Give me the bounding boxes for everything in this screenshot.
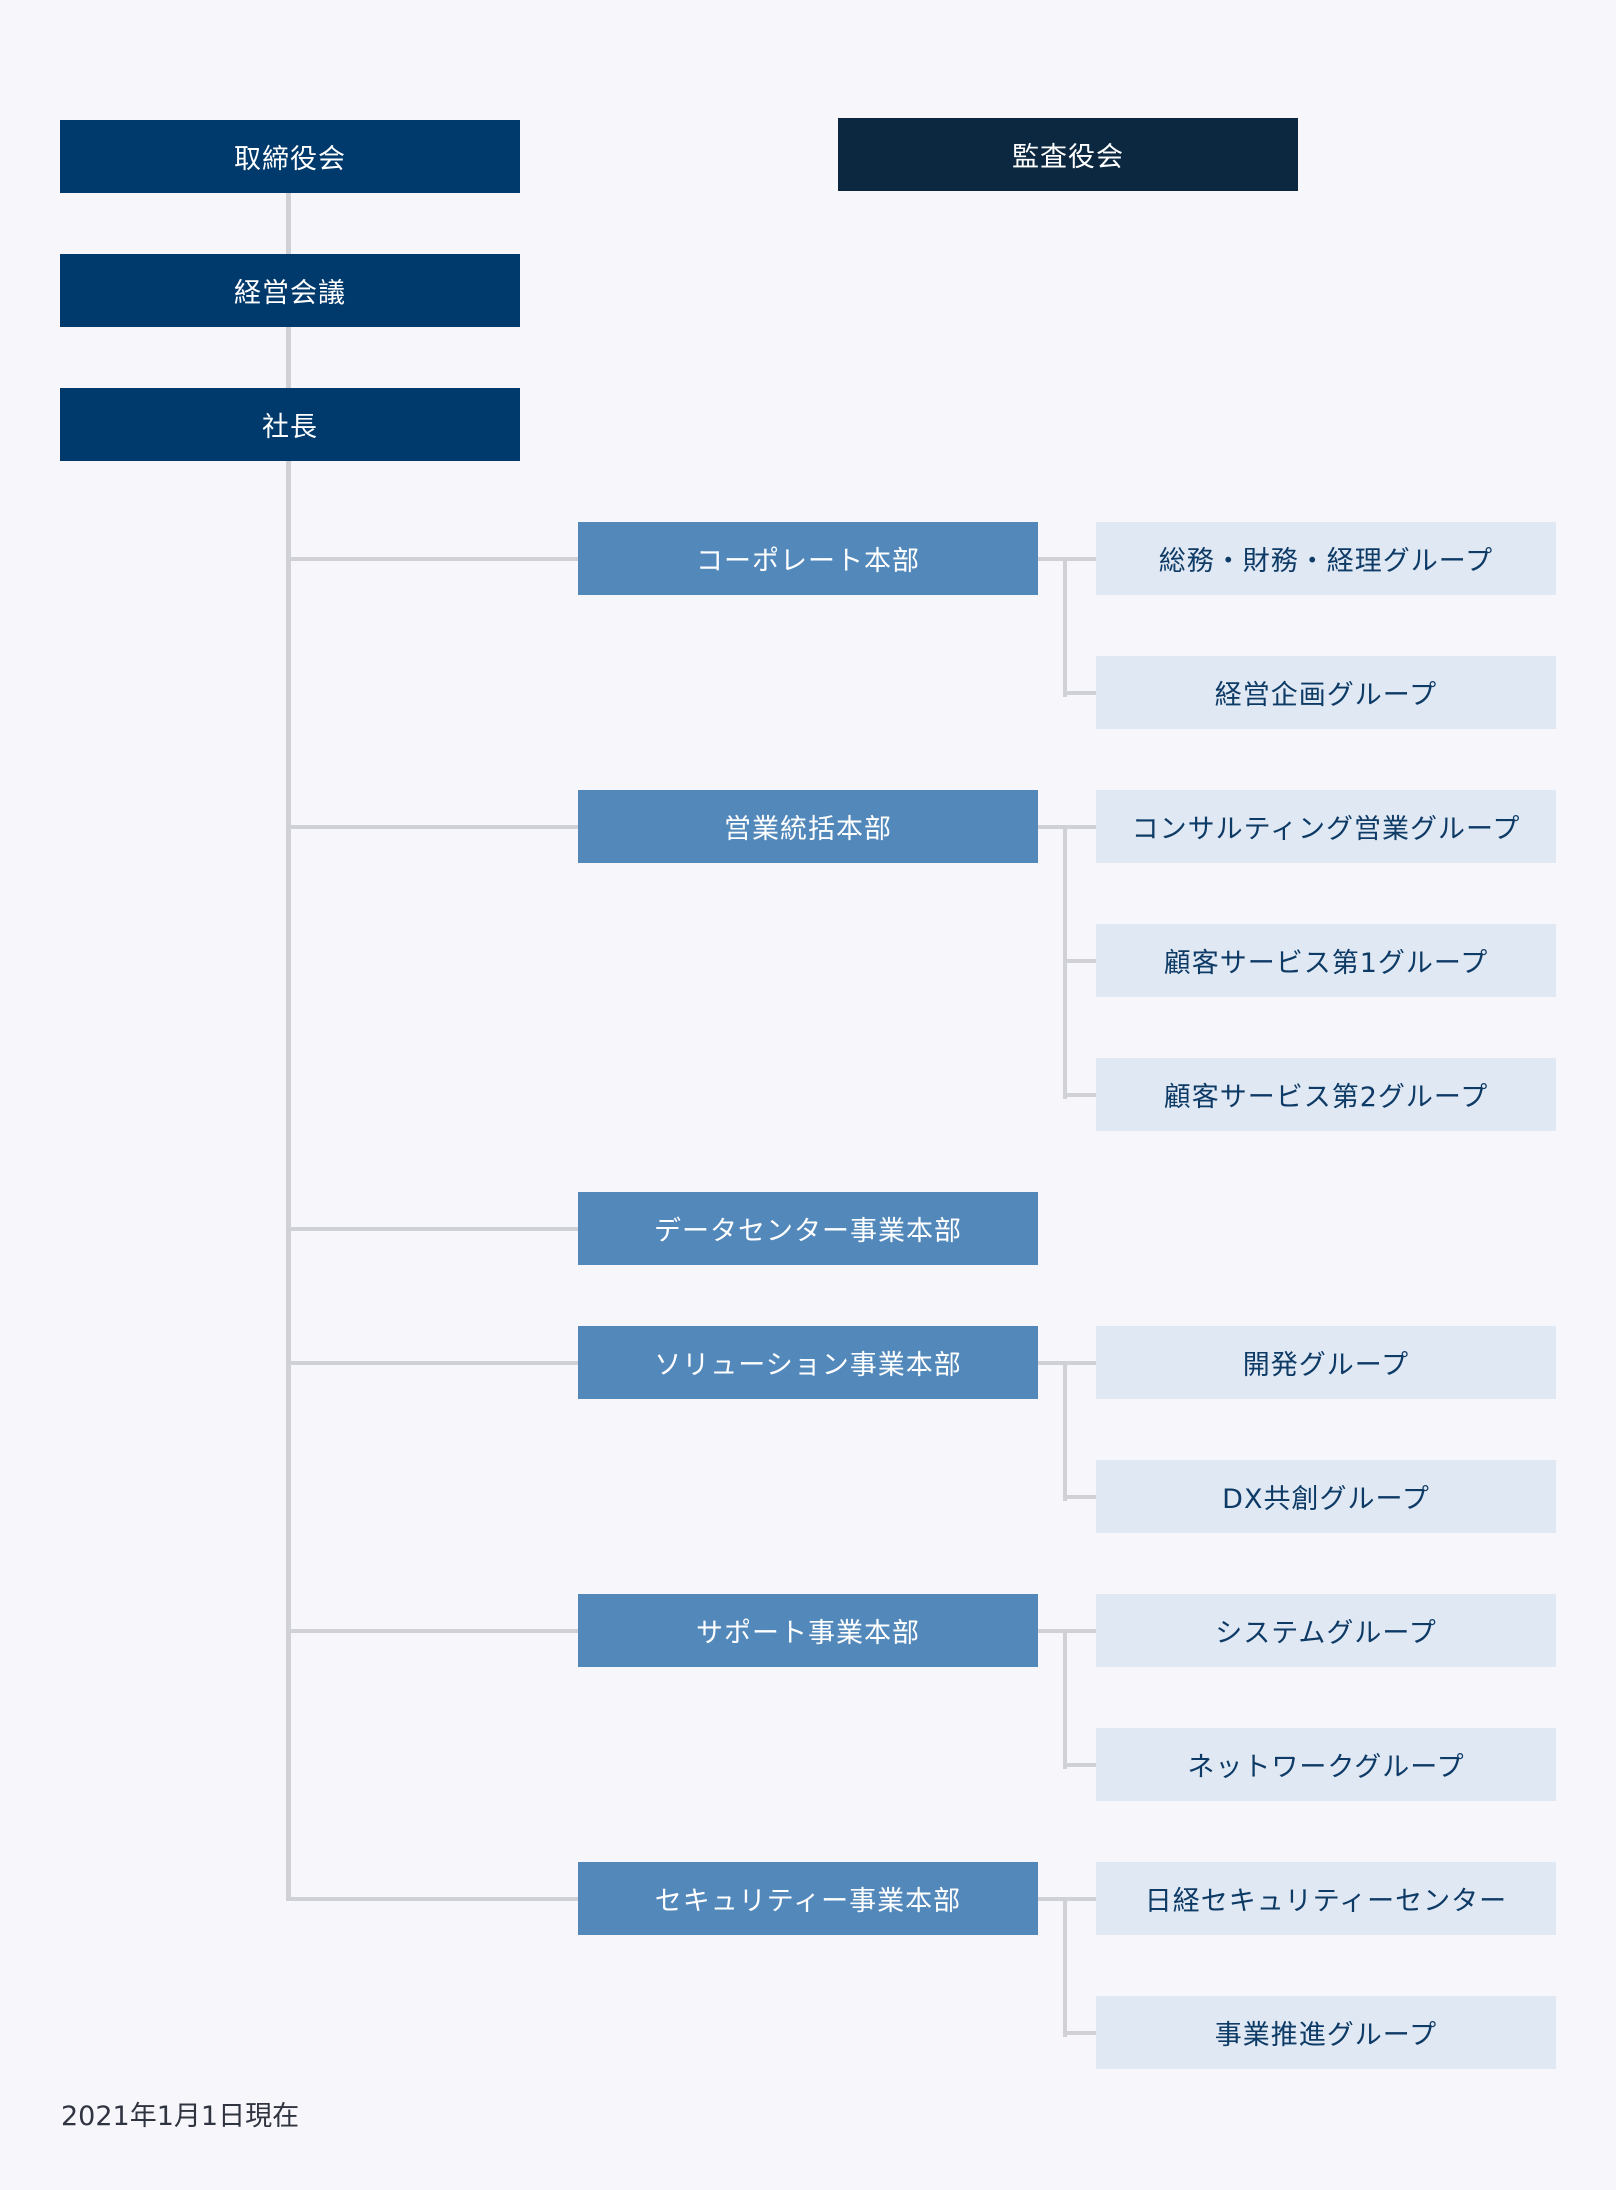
department-box: セキュリティー事業本部 bbox=[578, 1862, 1038, 1935]
connector-line bbox=[287, 1227, 578, 1231]
group-box: 日経セキュリティーセンター bbox=[1096, 1862, 1556, 1935]
connector-line bbox=[1063, 959, 1096, 963]
department-box: データセンター事業本部 bbox=[578, 1192, 1038, 1265]
as-of-date-note: 2021年1月1日現在 bbox=[61, 2101, 300, 2132]
group-box: 開発グループ bbox=[1096, 1326, 1556, 1399]
department-box: サポート事業本部 bbox=[578, 1594, 1038, 1667]
connector-line bbox=[287, 557, 578, 561]
connector-line bbox=[1063, 2031, 1096, 2035]
connector-line bbox=[1038, 1897, 1068, 1901]
department-box: 営業統括本部 bbox=[578, 790, 1038, 863]
connector-line bbox=[1063, 557, 1096, 561]
group-box: 総務・財務・経理グループ bbox=[1096, 522, 1556, 595]
group-box: 顧客サービス第1グループ bbox=[1096, 924, 1556, 997]
connector-line bbox=[1038, 557, 1068, 561]
connector-line bbox=[1063, 1495, 1096, 1499]
group-box: ネットワークグループ bbox=[1096, 1728, 1556, 1801]
connector-line bbox=[1063, 1361, 1067, 1501]
group-box: 事業推進グループ bbox=[1096, 1996, 1556, 2069]
board-of-directors-box: 取締役会 bbox=[60, 120, 520, 193]
connector-line bbox=[287, 825, 578, 829]
connector-line bbox=[1063, 1897, 1067, 2037]
department-box: ソリューション事業本部 bbox=[578, 1326, 1038, 1399]
connector-line bbox=[1063, 557, 1067, 697]
connector-line bbox=[287, 1629, 578, 1633]
group-box: 顧客サービス第2グループ bbox=[1096, 1058, 1556, 1131]
connector-line bbox=[287, 1361, 578, 1365]
connector-line bbox=[1063, 691, 1096, 695]
connector-line bbox=[1038, 825, 1068, 829]
connector-line bbox=[1063, 1629, 1096, 1633]
spine-line bbox=[286, 193, 291, 1901]
connector-line bbox=[1063, 1629, 1067, 1769]
connector-line bbox=[1063, 825, 1096, 829]
group-box: 経営企画グループ bbox=[1096, 656, 1556, 729]
group-box: システムグループ bbox=[1096, 1594, 1556, 1667]
connector-line bbox=[287, 1897, 578, 1901]
president-box: 社長 bbox=[60, 388, 520, 461]
connector-line bbox=[1038, 1361, 1068, 1365]
connector-line bbox=[1063, 1897, 1096, 1901]
department-box: コーポレート本部 bbox=[578, 522, 1038, 595]
connector-line bbox=[1038, 1629, 1068, 1633]
group-box: コンサルティング営業グループ bbox=[1096, 790, 1556, 863]
group-box: DX共創グループ bbox=[1096, 1460, 1556, 1533]
connector-line bbox=[1063, 1361, 1096, 1365]
management-meeting-box: 経営会議 bbox=[60, 254, 520, 327]
connector-line bbox=[1063, 1763, 1096, 1767]
audit-board-box: 監査役会 bbox=[838, 118, 1298, 191]
connector-line bbox=[1063, 1093, 1096, 1097]
